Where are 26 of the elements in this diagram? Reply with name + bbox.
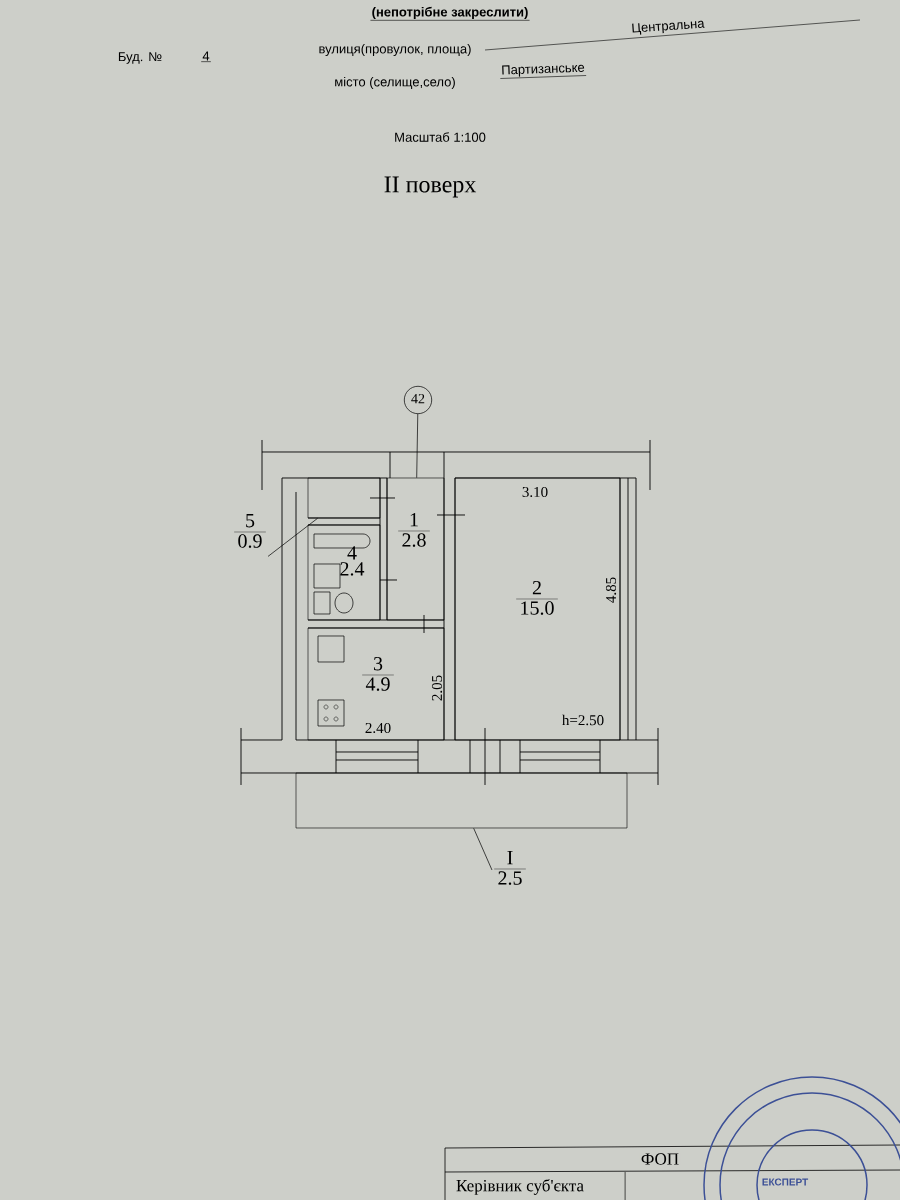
field-value: 4 xyxy=(202,51,210,61)
dimension-label: 3.10 xyxy=(522,486,548,498)
room-label: I 2.5 xyxy=(493,851,527,885)
leader-line xyxy=(416,413,419,479)
leader-line xyxy=(267,517,318,557)
dimension-label: 2.40 xyxy=(365,722,391,734)
field-value: Партизанське xyxy=(502,64,585,77)
height-label: h=2.50 xyxy=(562,714,604,726)
table-text: ФОП xyxy=(639,1152,681,1166)
dimension-label: 2.05 xyxy=(431,675,443,701)
scale-label: Масштаб 1:100 xyxy=(395,132,486,142)
room-outline: 1 2.8 xyxy=(386,477,445,621)
dimension-label: 4.85 xyxy=(605,577,617,603)
room-outline: 4 2.4 xyxy=(307,524,381,621)
leader-line xyxy=(473,827,493,871)
title: II поверх xyxy=(384,176,477,198)
table-text: Керівник суб'єкта xyxy=(455,1178,585,1196)
form-note: (непотрібне закреслити) xyxy=(372,6,528,20)
room-label: 5 0.9 xyxy=(233,514,267,548)
storage-room-outline xyxy=(307,477,381,519)
balcony-outline xyxy=(295,772,628,829)
field-value: Центральна xyxy=(632,20,705,35)
stamp-text: ЕКСПЕРТ xyxy=(762,1178,809,1186)
field-label: місто (селище,село) xyxy=(335,76,455,90)
field-label: Буд. № xyxy=(118,52,162,64)
field-label: вулиця(провулок, площа) xyxy=(319,43,471,57)
